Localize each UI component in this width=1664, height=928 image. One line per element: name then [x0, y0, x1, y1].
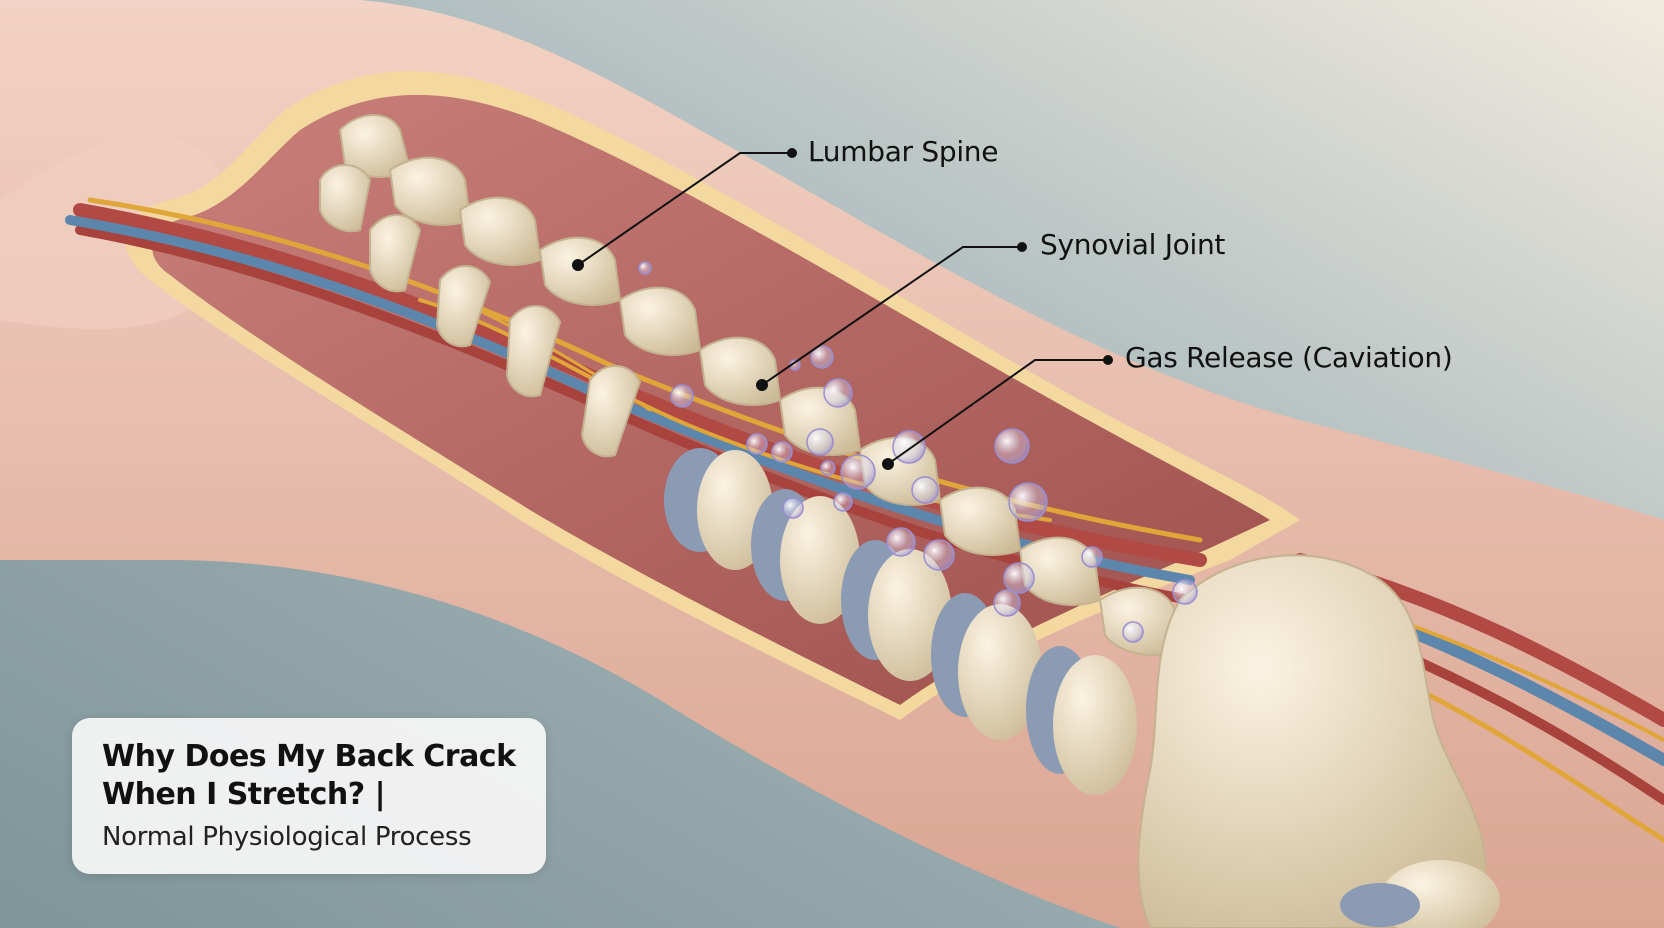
label-lumbar-spine: Lumbar Spine	[808, 135, 999, 168]
leader-lines	[577, 152, 1108, 465]
caption-subtitle: Normal Physiological Process	[102, 822, 472, 852]
sacrum	[1137, 554, 1487, 928]
vertebral-bodies	[664, 448, 1137, 795]
gas-bubbles	[638, 261, 1198, 643]
label-gas-release: Gas Release (Caviation)	[1125, 341, 1453, 374]
label-synovial-joint: Synovial Joint	[1040, 228, 1226, 261]
leader-synovial-joint	[761, 246, 1022, 386]
caption-card: Why Does My Back Crack When I Stretch? |…	[72, 718, 546, 874]
caption-title-line1: Why Does My Back Crack	[102, 739, 516, 774]
sacrum-disc	[1340, 883, 1420, 927]
caption-title-line2: When I Stretch? |	[102, 777, 386, 812]
leader-dots	[572, 148, 1113, 470]
leader-gas-release	[887, 359, 1108, 465]
caption-title: Why Does My Back Crack When I Stretch? |	[102, 738, 516, 814]
leader-lumbar-spine	[577, 152, 792, 266]
